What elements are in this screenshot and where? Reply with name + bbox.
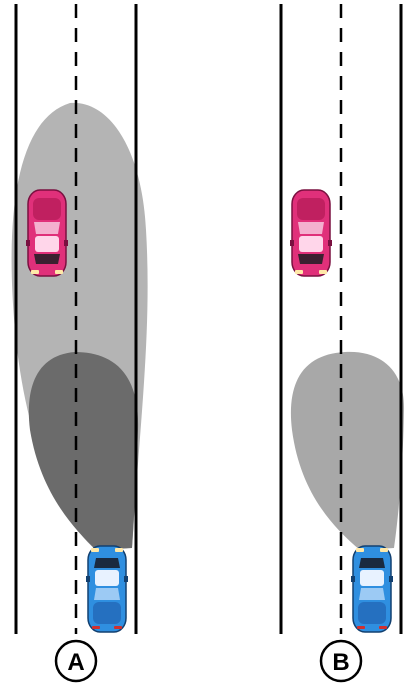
- oncoming-vehicle: [26, 190, 68, 276]
- own-vehicle: [86, 546, 128, 632]
- low-beam-area: [291, 352, 404, 550]
- panel-b: B: [281, 4, 404, 681]
- oncoming-vehicle: [290, 190, 332, 276]
- panel-a: A: [12, 4, 148, 681]
- own-vehicle: [351, 546, 393, 632]
- panel-label-a: A: [67, 649, 84, 676]
- low-beam-area: [29, 352, 138, 550]
- panel-label-b: B: [332, 649, 349, 676]
